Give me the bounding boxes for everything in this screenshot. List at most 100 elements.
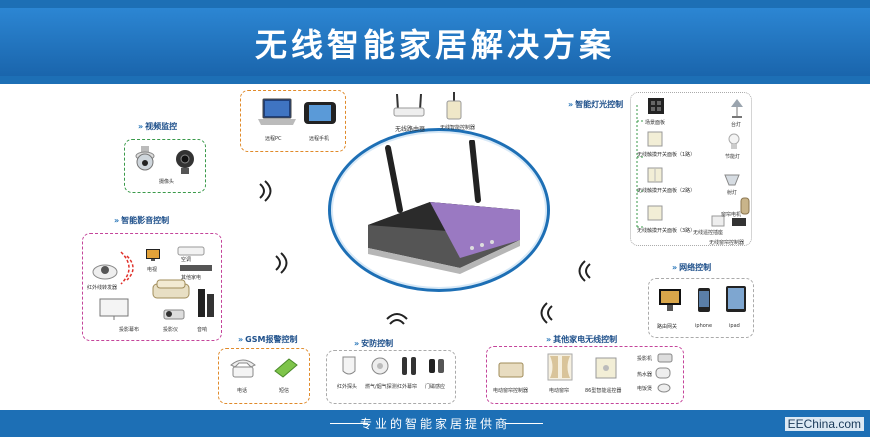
lighting-switch1-caption: 无线触摸开关面板（1路） (637, 152, 696, 158)
network-title-text: 网络控制 (679, 263, 712, 272)
video-panel: 摄像头 (124, 139, 206, 193)
pir-sensor-icon (342, 356, 356, 375)
ir-curtain-icon (402, 357, 416, 375)
chevron-icon: » (354, 339, 360, 348)
gsm-title-text: GSM报警控制 (245, 335, 298, 344)
video-title: »视频监控 (138, 121, 177, 132)
network-title: »网络控制 (672, 262, 711, 273)
chevron-icon: » (672, 263, 678, 272)
header-band (0, 8, 870, 76)
speaker-icon (198, 289, 214, 317)
lighting-title: »智能灯光控制 (568, 99, 623, 110)
av-title-text: 智能影音控制 (121, 216, 170, 225)
touch-switch-1-icon (647, 131, 663, 147)
router-caption: 无线路由器 (395, 126, 426, 133)
dvd-player-icon (180, 265, 212, 271)
rice-cooker-icon (657, 383, 671, 393)
ip-camera-icon (176, 150, 194, 174)
ir-blaster-icon (92, 264, 118, 280)
touch-switch-3-icon (647, 205, 663, 221)
wifi-signal-icon (540, 302, 553, 324)
av-ac-caption: 空调 (181, 257, 192, 263)
gas-detector-icon (371, 357, 389, 375)
chevron-icon: » (546, 335, 552, 344)
av-tv-caption: 电视 (147, 267, 158, 273)
water-heater-icon (655, 367, 671, 379)
lighting-spot-caption: 射灯 (727, 190, 738, 196)
touch-switch-2-icon (647, 167, 663, 183)
page-title: 无线智能家居解决方案 (254, 26, 615, 64)
sms-phone-icon (274, 358, 298, 378)
lighting-switch2-caption: 无线触摸开关面板（2路） (637, 188, 696, 194)
curtain-motor-icon (740, 197, 750, 215)
appliance-projector-caption: 投影机 (637, 356, 653, 362)
wifi-signal-icon (386, 313, 408, 325)
security-gas-caption: 燃气/烟气探测 (365, 384, 397, 390)
security-title: »安防控制 (354, 338, 393, 349)
chevron-icon: » (238, 335, 244, 344)
ipad-icon (726, 286, 746, 312)
lighting-switch3-caption: 无线触摸开关面板（3路） (637, 228, 696, 234)
lighting-bulb-caption: 节能灯 (725, 154, 741, 160)
scene-panel-icon (648, 98, 664, 114)
energy-saving-bulb-icon (728, 133, 740, 149)
network-iphone-caption: iphone (695, 323, 713, 329)
smart-remote-86-icon (595, 357, 617, 379)
lighting-socket-caption: 无线遥控插座 (693, 230, 724, 236)
appliance-title-text: 其他家电无线控制 (553, 335, 618, 344)
gsm-title: »GSM报警控制 (238, 334, 297, 345)
av-title: »智能影音控制 (114, 215, 169, 226)
router-icon (368, 140, 520, 274)
projector-icon (163, 309, 185, 320)
gsm-phone-caption: 电话 (237, 388, 248, 394)
wireless-controller-icon (446, 92, 462, 120)
electric-curtain-icon (547, 353, 573, 381)
telephone-icon (230, 359, 256, 378)
lighting-motor-caption: 窗帘电机 (721, 212, 742, 218)
wifi-signal-icon (275, 252, 288, 274)
video-title-text: 视频监控 (145, 122, 178, 131)
appliance-curtain-caption: 电动窗帘 (549, 388, 570, 394)
av-panel: 电视 空调 其他家电 红外线转发器 投影幕布 投影仪 音响 (82, 233, 222, 341)
gateway-monitor-icon (659, 289, 681, 311)
appliance-title: »其他家电无线控制 (546, 334, 617, 345)
footer-slogan: 专业的智能家居提供商 (359, 417, 510, 431)
network-ipad-caption: ipad (729, 323, 740, 329)
lighting-scene-caption: 场景面板 (645, 120, 666, 126)
curtain-controller-box-icon (498, 362, 524, 378)
remote-panel: 远程PC 远程手机 (240, 90, 346, 152)
footer-divider-left (330, 423, 368, 424)
security-door-caption: 门磁感应 (425, 384, 446, 390)
security-panel: 红外探头 燃气/烟气探测 红外幕帘 门磁感应 (326, 350, 456, 404)
chevron-icon: » (138, 122, 144, 131)
gsm-sms-caption: 短信 (279, 388, 290, 394)
chevron-icon: » (568, 100, 574, 109)
appliance-cooker-caption: 电饭煲 (637, 386, 653, 392)
lighting-tree-lines (636, 105, 645, 228)
appliance-heater-caption: 热水器 (637, 372, 653, 378)
security-curtain-caption: 红外幕帘 (397, 384, 418, 390)
sofa-icon (152, 279, 190, 299)
wifi-signal-icon (259, 180, 272, 202)
av-screen-caption: 投影幕布 (119, 327, 140, 333)
av-projector-caption: 投影仪 (163, 327, 179, 333)
appliance-controller-caption: 电动窗帘控制器 (493, 388, 529, 394)
tablet-icon (304, 102, 336, 124)
av-speaker-caption: 音响 (197, 327, 208, 333)
remote-phone-caption: 远程手机 (309, 136, 330, 142)
footer-banner: 专业的智能家居提供商 (0, 410, 870, 437)
door-magnet-icon (429, 359, 444, 373)
appliance-remote-caption: 86型智能遥控器 (585, 388, 622, 394)
wifi-signal-icon (578, 260, 591, 282)
gsm-panel: 电话 短信 (218, 348, 310, 404)
av-other-caption: 其他家电 (181, 275, 202, 281)
iphone-icon (698, 288, 710, 312)
chevron-icon: » (114, 216, 120, 225)
lighting-panel: 场景面板 无线触摸开关面板（1路） 无线触摸开关面板（2路） 无线触摸开关面板（… (630, 92, 752, 246)
projector-device-icon (657, 353, 673, 363)
lighting-curtain-caption: 无线窗帘控制器 (709, 240, 745, 246)
network-gateway-caption: 路由网关 (657, 324, 678, 330)
camera-caption: 摄像头 (159, 179, 175, 185)
lighting-lamp-caption: 台灯 (731, 122, 742, 128)
dome-camera-icon (135, 146, 155, 171)
